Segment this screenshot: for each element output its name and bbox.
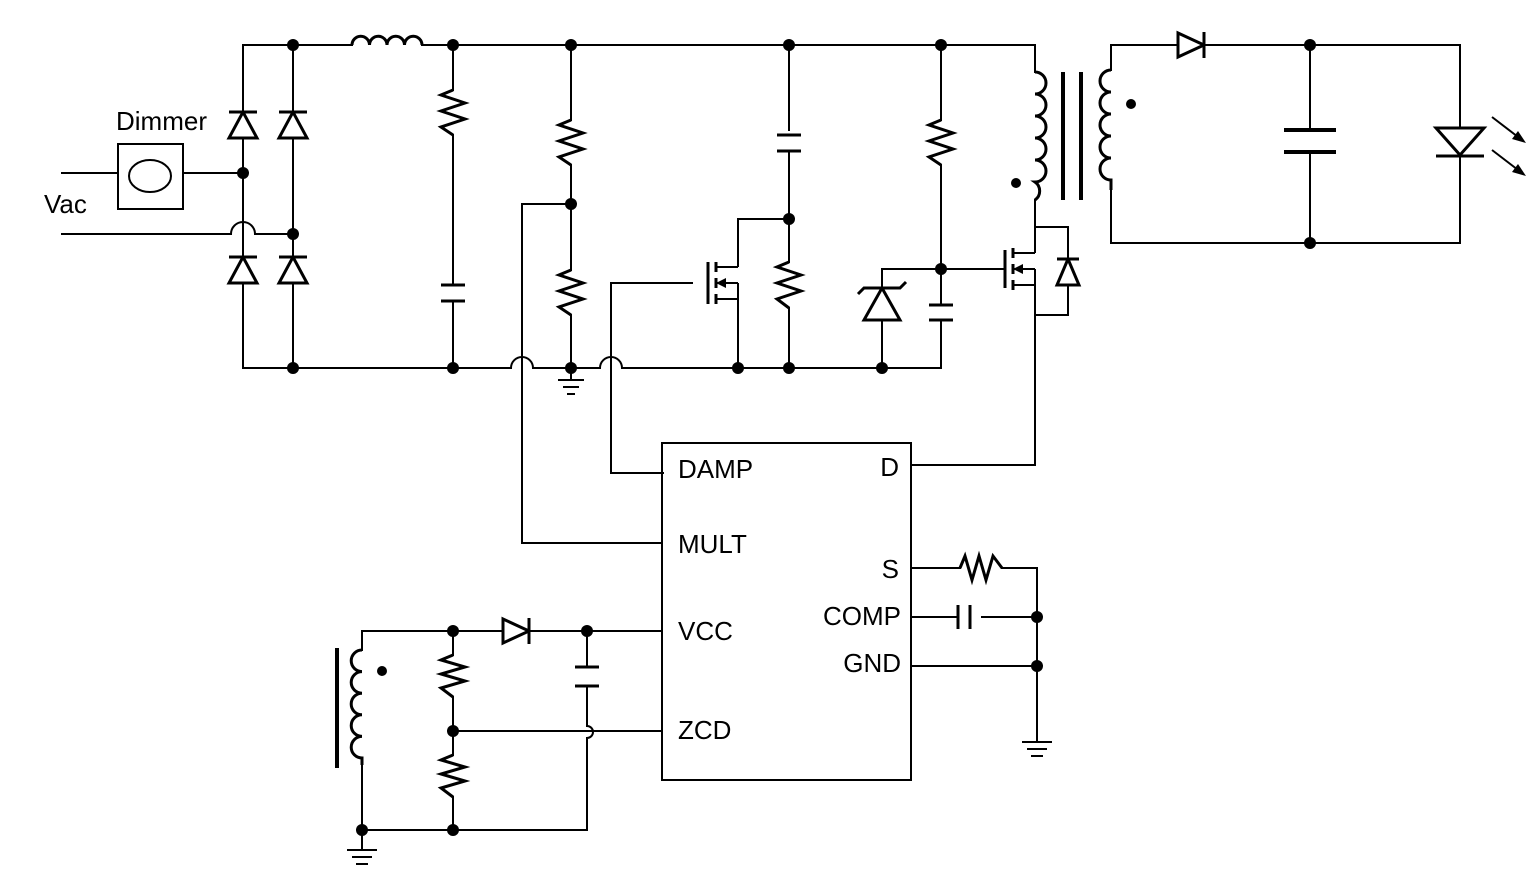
resistor-r3 xyxy=(554,268,588,317)
bridge-diode-3 xyxy=(226,253,260,285)
output-rectifier-diode xyxy=(1164,30,1214,60)
vcc-diode xyxy=(489,616,541,646)
body-diode xyxy=(1054,255,1082,287)
output-capacitor xyxy=(1284,128,1336,154)
pin-d-label: D xyxy=(880,452,899,482)
junction-dots xyxy=(237,39,1316,836)
secondary-polarity-dot xyxy=(1126,99,1136,109)
pin-s-label: S xyxy=(882,554,899,584)
ground-icon-1 xyxy=(558,379,584,395)
secondary-winding xyxy=(1098,68,1113,190)
flyback-transformer xyxy=(1011,68,1136,202)
input-inductor xyxy=(350,34,424,46)
capacitor-c2 xyxy=(777,133,801,153)
zener-diode xyxy=(856,280,908,322)
pin-comp-label: COMP xyxy=(823,601,901,631)
pin-zcd-label: ZCD xyxy=(678,715,731,745)
led-icon xyxy=(1432,107,1526,176)
ground-icon-3 xyxy=(347,849,377,865)
resistor-r2 xyxy=(554,118,588,167)
bridge-rectifier xyxy=(226,108,310,285)
bridge-diode-1 xyxy=(226,108,260,140)
resistor-r4 xyxy=(772,260,806,310)
wiring xyxy=(61,44,1461,851)
controller-ic xyxy=(661,442,912,781)
capacitor-c3 xyxy=(929,303,953,322)
resistor-r6 xyxy=(435,653,471,699)
pin-vcc-label: VCC xyxy=(678,616,733,646)
resistor-r5 xyxy=(924,118,958,167)
primary-polarity-dot xyxy=(1011,178,1021,188)
pin-damp-label: DAMP xyxy=(678,454,753,484)
resistor-r7 xyxy=(435,753,471,799)
vac-label: Vac xyxy=(44,189,87,219)
ground-icon-2 xyxy=(1022,739,1052,757)
comp-capacitor xyxy=(956,605,972,629)
dimmer-label: Dimmer xyxy=(116,106,207,136)
resistor-r1 xyxy=(436,88,470,137)
pin-mult-label: MULT xyxy=(678,529,747,559)
sense-resistor xyxy=(958,550,1004,586)
primary-winding xyxy=(1030,70,1048,202)
vcc-capacitor xyxy=(575,665,599,688)
auxiliary-winding xyxy=(335,648,387,768)
main-mosfet xyxy=(997,245,1036,317)
pin-gnd-label: GND xyxy=(843,648,901,678)
damper-mosfet xyxy=(706,250,739,320)
aux-polarity-dot xyxy=(377,666,387,676)
dimmer-symbol xyxy=(117,143,184,210)
bridge-diode-4 xyxy=(276,253,310,285)
capacitor-c1 xyxy=(441,283,465,303)
bridge-diode-2 xyxy=(276,108,310,140)
